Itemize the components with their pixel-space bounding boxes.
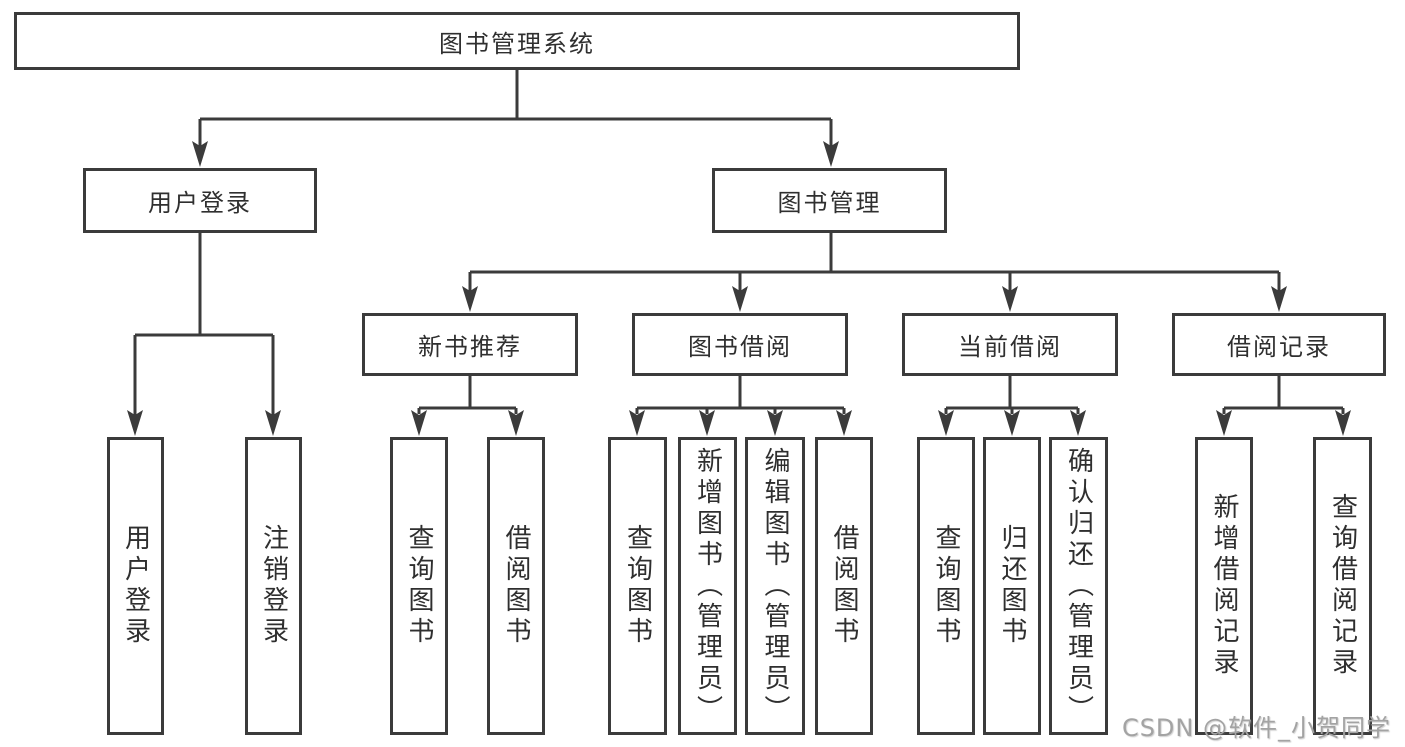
leaf-logout: 注销登录 <box>245 437 302 735</box>
node-label: 查询借阅记录 <box>1327 493 1358 679</box>
node-user-login: 用户登录 <box>83 168 317 233</box>
node-label: 图书管理 <box>777 189 882 217</box>
leaf-confirm-return-admin: 确认归还（管理员） <box>1049 437 1108 735</box>
node-label: 借阅图书 <box>501 524 531 648</box>
leaf-query-borrow-record: 查询借阅记录 <box>1313 437 1372 735</box>
node-label: 借阅记录 <box>1227 333 1331 361</box>
leaf-return-books: 归还图书 <box>983 437 1041 735</box>
node-label: 编辑图书（管理员） <box>760 446 790 726</box>
node-label: 归还图书 <box>997 524 1027 648</box>
node-book-borrow: 图书借阅 <box>632 313 848 376</box>
node-label: 查询图书 <box>931 524 961 648</box>
leaf-query-books-recommend: 查询图书 <box>390 437 448 735</box>
leaf-query-books-current: 查询图书 <box>917 437 975 735</box>
leaf-borrow-books-recommend: 借阅图书 <box>487 437 545 735</box>
node-borrow-records: 借阅记录 <box>1172 313 1386 376</box>
node-label: 用户登录 <box>120 524 151 648</box>
leaf-add-books-admin: 新增图书（管理员） <box>678 437 737 735</box>
node-label: 借阅图书 <box>829 524 859 648</box>
node-label: 确认归还（管理员） <box>1063 446 1094 726</box>
node-label: 图书管理系统 <box>439 29 595 58</box>
node-current-borrow: 当前借阅 <box>902 313 1118 376</box>
node-label: 新书推荐 <box>418 333 522 361</box>
node-label: 图书借阅 <box>688 333 792 361</box>
node-label: 用户登录 <box>148 189 252 217</box>
node-label: 新增图书（管理员） <box>692 446 723 726</box>
node-label: 新增借阅记录 <box>1209 493 1239 679</box>
arrowheads <box>127 141 1351 436</box>
node-root-system: 图书管理系统 <box>14 12 1020 70</box>
node-new-book-recommend: 新书推荐 <box>362 313 578 376</box>
leaf-edit-books-admin: 编辑图书（管理员） <box>745 437 805 735</box>
leaf-user-login: 用户登录 <box>107 437 164 735</box>
leaf-add-borrow-record: 新增借阅记录 <box>1195 437 1253 735</box>
leaf-borrow-books: 借阅图书 <box>815 437 873 735</box>
node-label: 查询图书 <box>622 524 653 648</box>
node-label: 注销登录 <box>258 524 289 648</box>
node-label: 当前借阅 <box>958 333 1062 361</box>
node-book-management: 图书管理 <box>712 168 947 233</box>
leaf-query-books-borrow: 查询图书 <box>608 437 667 735</box>
csdn-watermark: CSDN @软件_小贺同学 <box>1121 714 1391 742</box>
node-label: 查询图书 <box>404 524 434 648</box>
